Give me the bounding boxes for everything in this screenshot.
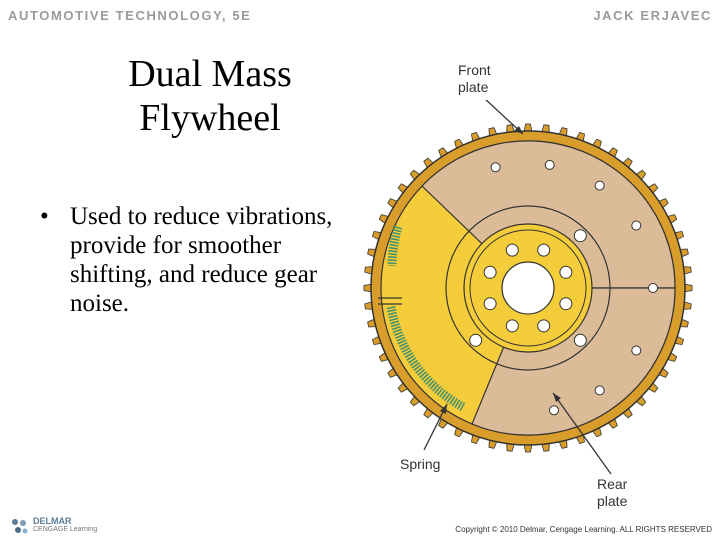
delmar-logo-sub: CENGAGE Learning <box>33 526 98 533</box>
delmar-logo: DELMAR CENGAGE Learning <box>10 514 120 538</box>
slide-title-line-2: Flywheel <box>139 97 281 139</box>
hub-bolt-hole <box>537 243 551 257</box>
plate-hole <box>544 159 555 170</box>
bullet-item-text: Used to reduce vibrations, provide for s… <box>70 203 333 317</box>
arrow-rear-plate <box>552 392 612 475</box>
arrow-spring-head <box>440 404 447 414</box>
hub-bolt-hole <box>559 265 573 279</box>
label-front-plate-line-1: Front <box>458 62 491 78</box>
plate-hole <box>648 283 658 293</box>
flywheel-diagram <box>363 100 693 475</box>
plate-hole <box>631 345 642 356</box>
spring-lower <box>386 306 466 411</box>
delmar-logo-name: DELMAR <box>33 516 72 526</box>
header-author: JACK ERJAVEC <box>593 8 712 23</box>
header-book-title: AUTOMOTIVE TECHNOLOGY, 5E <box>8 8 252 23</box>
label-front-plate: Front plate <box>458 62 491 96</box>
label-front-plate-line-2: plate <box>458 79 489 95</box>
plate-hole <box>549 405 559 416</box>
spring-stop <box>378 297 402 305</box>
slide-title-line-1: Dual Mass <box>128 53 292 95</box>
hub-ring <box>469 229 587 347</box>
hub-bolt-hole <box>483 265 497 279</box>
inner-ring <box>445 205 611 371</box>
label-rear-plate: Rear plate <box>597 476 627 510</box>
hub-bolt-hole <box>559 297 573 311</box>
hub-bolt-hole <box>483 297 497 311</box>
plate-hole <box>631 220 642 231</box>
arrow-front-plate-head <box>514 126 523 134</box>
label-rear-plate-line-1: Rear <box>597 476 628 492</box>
hub-bolt-hole <box>505 319 519 333</box>
center-bore <box>501 261 555 315</box>
front-plate-sector <box>421 140 676 289</box>
plate-bolt-hole <box>573 229 587 243</box>
plate-holes <box>469 159 658 416</box>
spring-upper <box>387 225 403 267</box>
hub-bolt-holes <box>483 243 573 333</box>
hub-bolt-hole <box>505 243 519 257</box>
plate-bolt-hole <box>469 333 483 347</box>
arrow-rear-plate-head <box>553 393 561 402</box>
plate-hole <box>490 162 501 173</box>
plate-hole <box>594 180 605 191</box>
copyright-notice: Copyright © 2010 Delmar, Cengage Learnin… <box>455 525 712 534</box>
hub-bolt-hole <box>537 319 551 333</box>
plate-bolt-hole <box>573 333 587 347</box>
delmar-logo-mark-icon <box>12 519 28 534</box>
arrow-front-plate <box>485 100 524 135</box>
slide-title: Dual Mass Flywheel <box>90 52 330 140</box>
label-spring: Spring <box>400 456 441 472</box>
plate-hole <box>594 385 605 396</box>
label-rear-plate-line-2: plate <box>597 493 628 509</box>
bullet-marker: • <box>40 203 49 230</box>
